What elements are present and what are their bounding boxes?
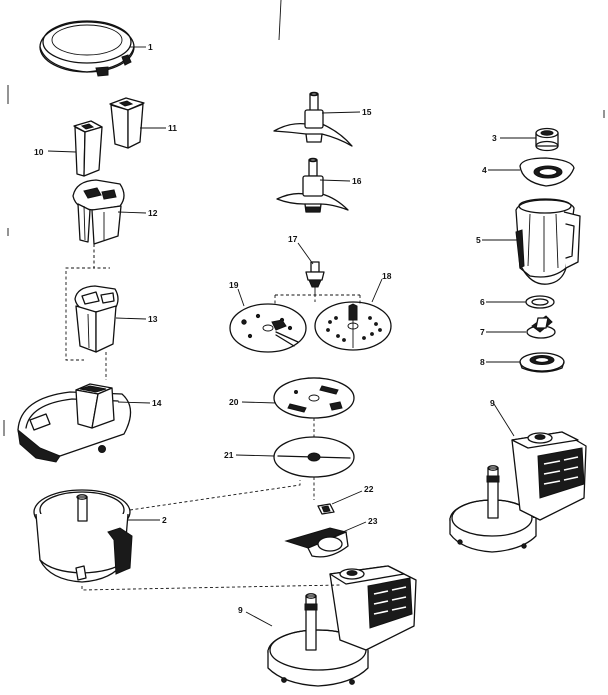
part-9-base-right bbox=[449, 431, 587, 553]
part-15-chopping-blade bbox=[273, 91, 353, 147]
callout-17: 17 bbox=[288, 234, 298, 244]
callout-20: 20 bbox=[229, 397, 239, 407]
part-23-bracket bbox=[284, 527, 349, 558]
callout-18: 18 bbox=[382, 271, 392, 281]
part-1-cover bbox=[39, 20, 135, 77]
callout-12: 12 bbox=[148, 208, 158, 218]
part-14-cover-with-feed-tube bbox=[17, 383, 132, 463]
callout-3: 3 bbox=[492, 133, 497, 143]
callout-1: 1 bbox=[148, 42, 153, 52]
callout-2: 2 bbox=[162, 515, 167, 525]
callout-6: 6 bbox=[480, 297, 485, 307]
callout-16: 16 bbox=[352, 176, 362, 186]
part-11-large-pusher bbox=[109, 97, 145, 149]
callout-11: 11 bbox=[168, 123, 177, 133]
callout-14: 14 bbox=[152, 398, 162, 408]
leader-lines bbox=[47, 46, 536, 627]
callout-9-right: 9 bbox=[490, 398, 495, 408]
callout-10: 10 bbox=[34, 147, 44, 157]
part-17-stem-adapter bbox=[305, 261, 325, 294]
callout-23: 23 bbox=[368, 516, 378, 526]
part-21-disc bbox=[273, 436, 355, 478]
part-7-blade-assembly bbox=[526, 315, 556, 339]
callout-15: 15 bbox=[362, 107, 372, 117]
scan-marks bbox=[3, 0, 605, 436]
part-13-feed-tube bbox=[74, 285, 119, 353]
part-20-slicing-disc bbox=[273, 377, 355, 419]
callout-7: 7 bbox=[480, 327, 485, 337]
callout-4: 4 bbox=[482, 165, 487, 175]
part-16-slicing-blade bbox=[276, 157, 349, 213]
callout-5: 5 bbox=[476, 235, 481, 245]
part-8-jar-base bbox=[519, 352, 565, 373]
part-4-lid bbox=[519, 157, 575, 187]
part-18-grating-disc bbox=[314, 301, 392, 351]
callout-19: 19 bbox=[229, 280, 239, 290]
callout-13: 13 bbox=[148, 314, 158, 324]
callout-8: 8 bbox=[480, 357, 485, 367]
part-19-shredding-disc bbox=[229, 303, 307, 353]
callout-labels: 1 10 11 12 13 14 2 15 16 17 19 18 20 21 … bbox=[34, 42, 497, 615]
callout-9-center: 9 bbox=[238, 605, 243, 615]
assembly-dashed-lines bbox=[65, 244, 361, 591]
part-6-gasket bbox=[525, 295, 555, 309]
part-9-base-center bbox=[267, 565, 417, 687]
part-2-bowl bbox=[33, 489, 133, 583]
callout-22: 22 bbox=[364, 484, 374, 494]
part-3-cap bbox=[535, 127, 559, 152]
part-10-small-pusher bbox=[73, 120, 103, 177]
callout-21: 21 bbox=[224, 450, 234, 460]
part-22-key bbox=[317, 503, 335, 515]
part-5-jar bbox=[515, 198, 581, 285]
part-12-feed-tube-top bbox=[72, 179, 125, 245]
